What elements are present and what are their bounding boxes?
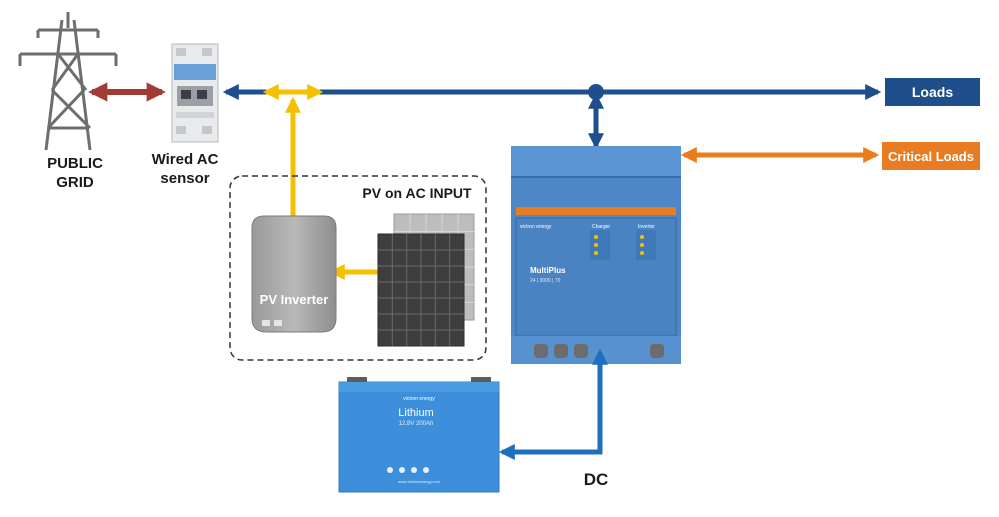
loads-box: Loads (885, 78, 980, 106)
battery-website: www.victronenergy.com (398, 479, 441, 484)
ac-sensor-label: Wired AC sensor (140, 150, 230, 188)
pv-group-box (229, 175, 487, 361)
pv-inverter-label: PV Inverter (259, 292, 329, 307)
battery-name: Lithium (398, 407, 433, 419)
ac-sensor-line-2: sensor (160, 170, 210, 187)
public-grid-line-1: PUBLIC (47, 155, 103, 172)
dc-label: DC (583, 470, 609, 489)
multiplus-device (511, 146, 681, 364)
public-grid-line-2: GRID (56, 174, 94, 191)
ac-sensor-line-1: Wired AC (151, 151, 219, 168)
pv-group-label: PV on AC INPUT (362, 185, 472, 201)
ac-sensor-device (171, 43, 219, 143)
lithium-battery-device (338, 377, 500, 493)
multiplus-spec: 24 | 3000 | 70 (530, 278, 561, 284)
battery-brand: victron energy (403, 396, 435, 402)
multiplus-section-inverter: Inverter (638, 224, 655, 230)
power-pylon-icon (18, 12, 118, 151)
critical-loads-box: Critical Loads (882, 142, 980, 170)
multiplus-name: MultiPlus (530, 266, 566, 275)
multiplus-brand: victron energy (520, 224, 552, 230)
public-grid-label: PUBLIC GRID (40, 154, 110, 192)
pv-inverter-device (251, 215, 337, 333)
battery-spec: 12,8V 200Ah (399, 421, 434, 427)
blank-area (72, 336, 220, 496)
dc-line (498, 348, 609, 461)
solar-panel-icon (377, 213, 475, 347)
multiplus-section-charger: Charger (592, 224, 610, 230)
